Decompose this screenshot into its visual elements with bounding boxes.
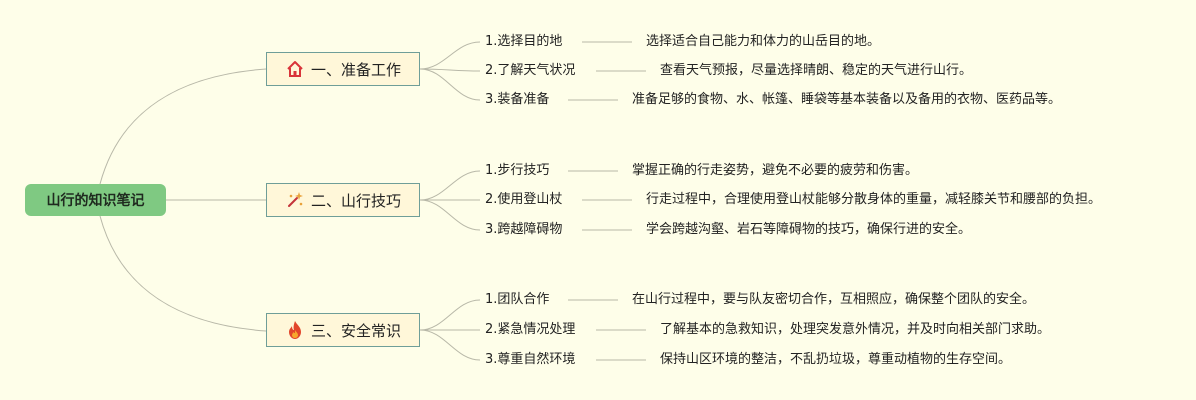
branch-preparation[interactable]: 一、准备工作 bbox=[266, 52, 420, 86]
desc-obstacles: 学会跨越沟壑、岩石等障碍物的技巧，确保行进的安全。 bbox=[646, 222, 972, 237]
leaf-trekking-pole[interactable]: 2.使用登山杖 bbox=[485, 192, 563, 207]
desc-teamwork: 在山行过程中，要与队友密切合作，互相照应，确保整个团队的安全。 bbox=[632, 292, 1036, 307]
leaf-emergency[interactable]: 2.紧急情况处理 bbox=[485, 322, 576, 337]
b1-leaf-2-connector bbox=[419, 68, 481, 72]
magic-wand-icon bbox=[285, 190, 305, 210]
desc-weather: 查看天气预报，尽量选择晴朗、稳定的天气进行山行。 bbox=[660, 63, 973, 78]
root-node[interactable]: 山行的知识笔记 bbox=[25, 184, 166, 216]
leaf-teamwork[interactable]: 1.团队合作 bbox=[485, 292, 550, 307]
desc-respect-nature: 保持山区环境的整洁，不乱扔垃圾，尊重动植物的生存空间。 bbox=[660, 352, 1012, 367]
branch-label: 二、山行技巧 bbox=[310, 191, 401, 210]
leaf-walking-skills[interactable]: 1.步行技巧 bbox=[485, 163, 550, 178]
root-branch-1-connector bbox=[99, 68, 267, 185]
b3-leaf-3-connector bbox=[419, 329, 481, 361]
house-icon bbox=[285, 59, 305, 79]
branch-hiking-skills[interactable]: 二、山行技巧 bbox=[266, 183, 420, 217]
b1-leaf-1-connector bbox=[419, 41, 481, 70]
leaf-respect-nature[interactable]: 3.尊重自然环境 bbox=[485, 352, 576, 367]
b2-leaf-1-connector bbox=[419, 170, 481, 201]
fire-icon bbox=[285, 320, 305, 340]
b1-leaf-3-connector bbox=[419, 68, 481, 101]
desc-trekking-pole: 行走过程中，合理使用登山杖能够分散身体的重量，减轻膝关节和腰部的负担。 bbox=[646, 192, 1102, 207]
desc-equipment: 准备足够的食物、水、帐篷、睡袋等基本装备以及备用的衣物、医药品等。 bbox=[632, 92, 1062, 107]
leaf-obstacles[interactable]: 3.跨越障碍物 bbox=[485, 222, 563, 237]
root-label: 山行的知识笔记 bbox=[46, 193, 145, 209]
branch-label: 三、安全常识 bbox=[310, 321, 401, 340]
root-branch-3-connector bbox=[99, 215, 267, 332]
b2-leaf-3-connector bbox=[419, 199, 481, 231]
leaf-weather[interactable]: 2.了解天气状况 bbox=[485, 63, 576, 78]
desc-choose-destination: 选择适合自己能力和体力的山岳目的地。 bbox=[646, 34, 881, 49]
b3-leaf-1-connector bbox=[419, 299, 481, 331]
leaf-choose-destination[interactable]: 1.选择目的地 bbox=[485, 34, 563, 49]
branch-label: 一、准备工作 bbox=[310, 60, 401, 79]
branch-safety-knowledge[interactable]: 三、安全常识 bbox=[266, 313, 420, 347]
desc-walking-skills: 掌握正确的行走姿势，避免不必要的疲劳和伤害。 bbox=[632, 163, 919, 178]
leaf-equipment[interactable]: 3.装备准备 bbox=[485, 92, 550, 107]
desc-emergency: 了解基本的急救知识，处理突发意外情况，并及时向相关部门求助。 bbox=[660, 322, 1051, 337]
